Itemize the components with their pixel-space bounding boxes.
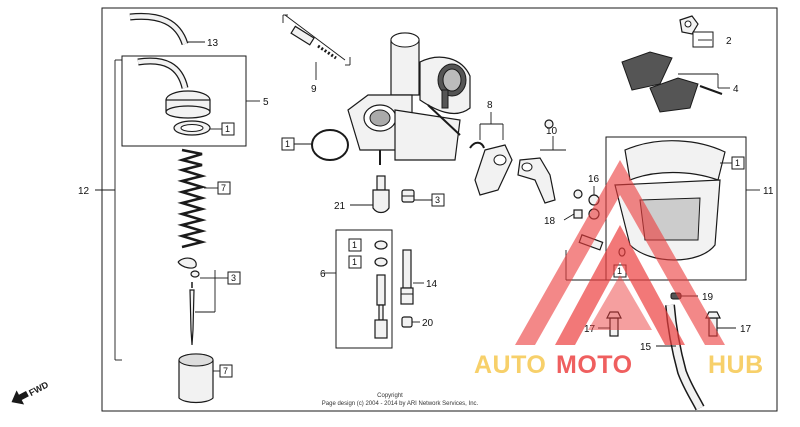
callout-box-1-bowl <box>731 156 745 170</box>
watermark-text-moto: MOTO <box>556 351 633 379</box>
part-21-throttle-stop-screw <box>372 175 390 214</box>
callout-16: 16 <box>588 174 600 185</box>
part-14-needle-jet <box>400 249 414 305</box>
part-4-float <box>621 51 723 113</box>
callout-1-e: 1 <box>735 158 740 168</box>
callout-box-1-jet-b <box>348 255 362 269</box>
callout-2: 2 <box>726 36 732 47</box>
part-6-washer-b <box>374 257 388 267</box>
callout-1-a: 1 <box>225 124 230 134</box>
callout-17-b: 17 <box>740 324 752 335</box>
callout-3-a: 3 <box>231 273 236 283</box>
callout-box-1-jet-a <box>348 238 362 252</box>
part-13-fuel-tube: 13 <box>129 12 219 49</box>
callout-21: 21 <box>334 201 346 212</box>
callout-1-d: 1 <box>352 257 357 267</box>
part-5-choke-cap <box>137 57 211 136</box>
part-20-slow-jet <box>401 316 413 328</box>
carburetor-body <box>347 32 471 165</box>
watermark-text-hub: HUB <box>708 351 764 379</box>
automotohub-watermark: AUTO MOTO HUB <box>474 160 764 379</box>
callout-3-b: 3 <box>435 195 440 205</box>
part-17-screw-left <box>606 311 622 337</box>
part-3-small-nut <box>401 189 415 203</box>
callout-9: 9 <box>311 84 317 95</box>
callout-6: 6 <box>320 269 326 280</box>
callout-13: 13 <box>207 38 219 49</box>
part-6-jet-set-box <box>335 229 393 349</box>
part-7-throttle-spring <box>177 148 207 249</box>
part-18-screw <box>573 189 583 219</box>
callout-15: 15 <box>640 342 652 353</box>
diagram-frame <box>101 7 778 412</box>
fwd-arrow-icon: FWD <box>11 379 51 405</box>
callout-1-c: 1 <box>352 240 357 250</box>
callout-10: 10 <box>546 126 558 137</box>
part-9-pilot-screw <box>282 14 351 66</box>
part-2-callout-frame <box>692 31 714 48</box>
copyright-line-1: Copyright <box>377 393 403 399</box>
callout-1-f: 1 <box>617 266 622 276</box>
callout-7-b: 7 <box>223 366 228 376</box>
callout-11: 11 <box>763 186 774 197</box>
callout-19: 19 <box>702 292 714 303</box>
callout-17-a: 17 <box>584 324 596 335</box>
callout-5: 5 <box>263 97 269 108</box>
callout-1-b: 1 <box>285 139 290 149</box>
part-7-throttle-slide <box>178 353 214 404</box>
part-10-choke-lever <box>517 119 556 204</box>
part-6-main-jet <box>374 274 388 339</box>
part-1-float-bowl-gasket <box>311 129 349 161</box>
watermark-text-auto: AUTO <box>474 351 546 379</box>
callout-box-3-center <box>431 193 445 207</box>
callout-12: 12 <box>78 186 90 197</box>
part-2-clip <box>679 15 699 35</box>
callout-14: 14 <box>426 279 438 290</box>
part-6-washer-a <box>374 240 388 250</box>
watermark-triangle-logo <box>515 160 725 345</box>
callout-7-a: 7 <box>221 183 226 193</box>
copyright-line-2: Page design (c) 2004 - 2014 by ARI Netwo… <box>322 401 479 407</box>
callout-4: 4 <box>733 84 739 95</box>
callout-18: 18 <box>544 216 556 227</box>
callout-20: 20 <box>422 318 434 329</box>
callout-box-7-top <box>217 181 231 195</box>
fwd-label: FWD <box>27 379 50 398</box>
callout-8: 8 <box>487 100 493 111</box>
callout-box-7-bottom <box>219 364 233 378</box>
part-8-throttle-lever <box>469 141 513 196</box>
part-3-jet-needle <box>177 257 200 346</box>
